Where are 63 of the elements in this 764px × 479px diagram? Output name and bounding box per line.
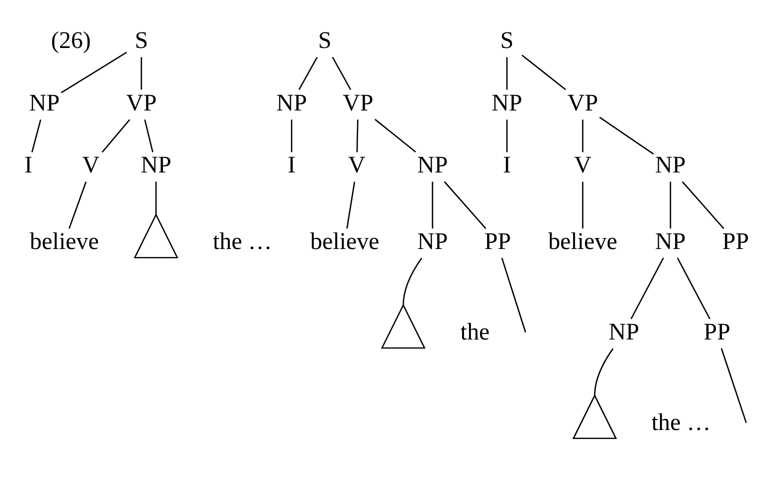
connector — [501, 257, 526, 332]
connector — [31, 118, 42, 152]
connector — [356, 119, 358, 152]
node-text: believe — [310, 228, 380, 255]
node-text: NP — [655, 152, 686, 178]
node-text: PP — [704, 319, 730, 346]
node-text: V — [574, 152, 592, 178]
node-label: the … — [212, 228, 272, 255]
node-text: NP — [492, 90, 522, 116]
connector — [290, 119, 292, 152]
node-text: S — [134, 27, 148, 54]
connector — [522, 54, 566, 90]
node-triangle — [380, 303, 426, 348]
node-text: V — [82, 152, 100, 178]
connector — [682, 180, 724, 228]
connector — [670, 181, 672, 228]
connector — [676, 257, 710, 319]
connector — [155, 181, 157, 214]
connector — [346, 181, 356, 228]
node-text: believe — [30, 228, 99, 255]
node-text: V — [348, 152, 366, 178]
connector — [432, 181, 434, 228]
connector — [332, 56, 352, 90]
node-text: NP — [276, 90, 307, 116]
node-text: I — [502, 152, 511, 178]
connector — [599, 116, 654, 154]
connector — [102, 118, 130, 152]
node-label: the … — [652, 409, 711, 436]
connector — [402, 257, 422, 305]
node-text: VP — [342, 90, 374, 116]
label: (26) — [51, 27, 91, 54]
connector — [506, 56, 508, 90]
node-text: S — [500, 27, 514, 54]
node-text: NP — [140, 152, 172, 178]
node-text: believe — [548, 228, 618, 255]
node-triangle — [134, 212, 178, 258]
node-text: PP — [484, 228, 511, 255]
node-text: VP — [126, 90, 157, 116]
node-label: the — [460, 319, 490, 346]
connector — [68, 181, 87, 228]
node-text: NP — [608, 319, 640, 346]
connector — [720, 348, 747, 422]
connector — [144, 118, 154, 152]
connector — [594, 348, 614, 396]
connector — [506, 119, 508, 152]
node-text: NP — [655, 228, 686, 255]
node-text: I — [288, 152, 296, 178]
node-triangle — [572, 394, 618, 439]
node-text: NP — [417, 152, 448, 178]
connector — [140, 56, 142, 90]
connector — [582, 119, 584, 152]
connector — [444, 180, 486, 228]
connector — [374, 118, 416, 152]
connector — [630, 257, 664, 319]
node-text: VP — [567, 90, 598, 116]
node-text: PP — [722, 228, 749, 255]
node-text: NP — [29, 90, 60, 116]
connector — [60, 51, 128, 93]
node-text: S — [318, 27, 332, 54]
connector — [298, 56, 318, 90]
connector — [582, 181, 584, 228]
node-text: NP — [417, 228, 448, 255]
node-text: I — [24, 152, 32, 178]
